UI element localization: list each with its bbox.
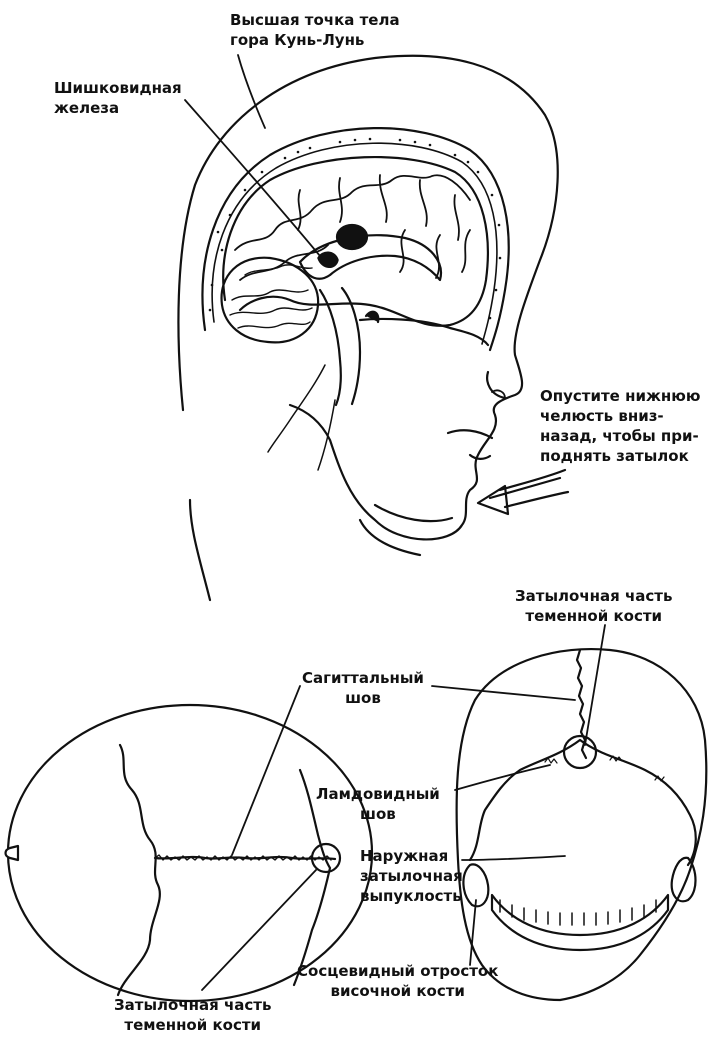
label-pineal-gland: Шишковидная железа — [54, 78, 182, 118]
label-protuberance-line1: Наружная — [360, 846, 463, 866]
nasal-tip — [6, 846, 19, 860]
leader-protuberance — [462, 856, 565, 860]
jaw-back — [492, 895, 668, 950]
label-jaw-instruction-line3: назад, чтобы при- — [540, 426, 700, 446]
label-occipital-parietal-top-line2: теменной кости — [515, 606, 672, 626]
mouth — [448, 430, 492, 438]
lambdoid-zigzag-back — [545, 756, 664, 781]
label-mastoid-process: Сосцевидный отросток височной кости — [297, 961, 498, 1001]
label-occipital-parietal-bottom-line1: Затылочная часть — [114, 995, 271, 1015]
label-protuberance-line2: затылочная — [360, 866, 463, 886]
coronal-suture — [118, 745, 160, 995]
skull-top-view — [6, 686, 373, 1001]
mastoid-right — [672, 858, 696, 902]
label-lambdoid-suture-line1: Ламдовидный — [316, 784, 440, 804]
jaw-line — [375, 505, 452, 521]
pineal-gland — [318, 252, 338, 267]
label-occipital-parietal-bottom: Затылочная часть теменной кости — [114, 995, 271, 1035]
jaw-arrow-body — [500, 470, 568, 507]
label-occipital-parietal-bottom-line2: теменной кости — [114, 1015, 271, 1035]
head-section-drawing — [178, 55, 568, 600]
label-highest-point-line2: гора Кунь-Лунь — [230, 30, 400, 50]
label-mastoid-process-line2: височной кости — [297, 981, 498, 1001]
skull-back-view — [432, 625, 706, 1000]
label-occipital-parietal-top: Затылочная часть теменной кости — [515, 586, 672, 626]
label-pineal-gland-line2: железа — [54, 98, 182, 118]
label-jaw-instruction: Опустите нижнюю челюсть вниз- назад, что… — [540, 386, 700, 466]
brainstem — [320, 288, 360, 405]
label-mastoid-process-line1: Сосцевидный отросток — [297, 961, 498, 981]
label-lambdoid-suture-line2: шов — [316, 804, 440, 824]
palate — [360, 319, 488, 345]
skull-top-outline — [8, 705, 372, 1001]
leader-occipital-top — [585, 625, 605, 745]
label-occipital-parietal-top-line1: Затылочная часть — [515, 586, 672, 606]
leader-sagittal-back — [432, 686, 575, 700]
leader-pineal — [185, 100, 320, 256]
label-external-occipital-protuberance: Наружная затылочная выпуклость — [360, 846, 463, 906]
nose — [487, 372, 505, 398]
label-highest-point: Высшая точка тела гора Кунь-Лунь — [230, 10, 400, 50]
label-jaw-instruction-line4: поднять затылок — [540, 446, 700, 466]
label-protuberance-line3: выпуклость — [360, 886, 463, 906]
label-sagittal-suture: Сагиттальный шов — [302, 668, 424, 708]
label-jaw-instruction-line1: Опустите нижнюю — [540, 386, 700, 406]
label-pineal-gland-line1: Шишковидная — [54, 78, 182, 98]
label-jaw-instruction-line2: челюсть вниз- — [540, 406, 700, 426]
thalamus — [337, 225, 367, 249]
lips — [470, 455, 490, 459]
lambdoid-suture-back — [470, 740, 696, 865]
neck-line — [190, 500, 210, 600]
label-sagittal-suture-line2: шов — [302, 688, 424, 708]
label-sagittal-suture-line1: Сагиттальный — [302, 668, 424, 688]
label-highest-point-line1: Высшая точка тела — [230, 10, 400, 30]
label-lambdoid-suture: Ламдовидный шов — [316, 784, 440, 824]
